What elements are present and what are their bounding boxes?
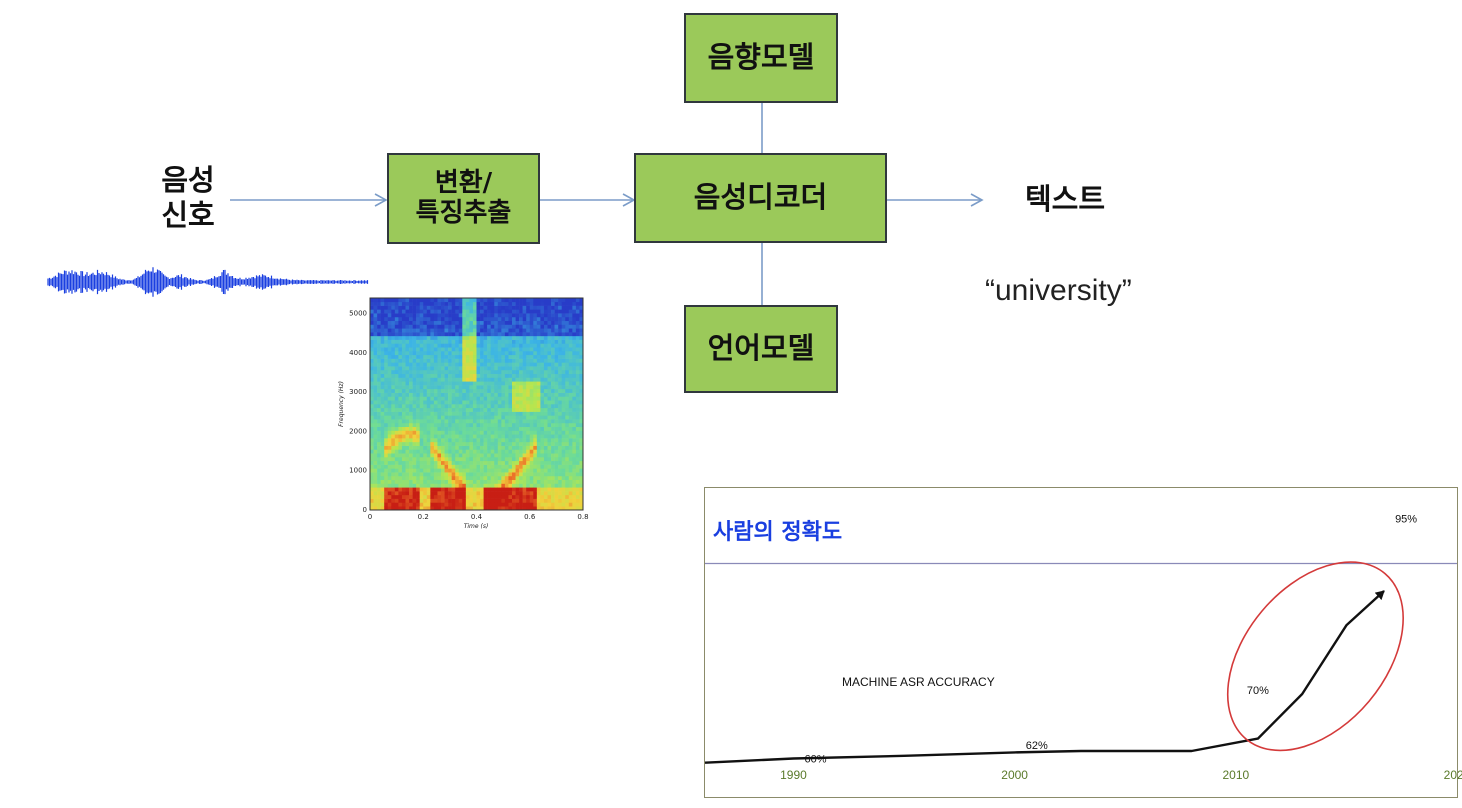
speech-signal-label: 음성 신호 (148, 163, 228, 233)
waveform-icon (47, 267, 369, 297)
accuracy-annotation: 95% (1395, 513, 1417, 525)
highlight-ellipse (1226, 561, 1404, 752)
asr-accuracy-line (704, 590, 1385, 764)
language-model-box: 언어모델 (684, 305, 838, 393)
series-label: MACHINE ASR ACCURACY (842, 675, 995, 689)
human-accuracy-label: 사람의 정확도 (713, 520, 843, 545)
language-model-label: 언어모델 (707, 331, 815, 366)
spectrogram: 0 1000 2000 3000 4000 5000 0 0.2 0.4 0.6 0.8 Freq… (338, 297, 589, 530)
accuracy-annotation: 70% (1247, 685, 1269, 697)
feature-box-line2: 특징추출 (415, 197, 512, 228)
spectrogram-ytick: 1000 (349, 467, 367, 475)
year-tick-label: 2020 (1444, 768, 1462, 782)
accuracy-annotation: 60% (805, 754, 827, 766)
acoustic-model-label: 음향모델 (707, 40, 815, 75)
spectrogram-xlabel: Time (s) (464, 523, 489, 530)
speech-signal-label-line2: 신호 (161, 197, 215, 232)
year-tick-label: 2010 (1222, 768, 1249, 782)
speech-signal-label-line1: 음성 (161, 163, 215, 197)
speech-decoder-label: 음성디코더 (693, 180, 828, 215)
feature-box-line1: 변환/ (434, 167, 493, 198)
spectrogram-xtick: 0.6 (524, 513, 536, 521)
speech-decoder-box: 음성디코더 (634, 153, 887, 243)
waveform-trace (47, 267, 369, 297)
spectrogram-ytick: 4000 (349, 349, 367, 357)
text-output-label: 텍스트 (1024, 182, 1106, 216)
spectrogram-xtick: 0.4 (471, 513, 483, 521)
asr-accuracy-chart-frame (704, 487, 1458, 798)
year-tick-label: 2000 (1001, 768, 1028, 782)
feature-extraction-box: 변환/ 특징추출 (387, 153, 540, 244)
spectrogram-ytick: 2000 (349, 427, 367, 435)
spectrogram-xtick: 0 (368, 513, 372, 521)
year-tick-label: 1990 (780, 768, 807, 782)
spectrogram-ytick: 3000 (349, 388, 367, 396)
spectrogram-xtick: 0.8 (577, 513, 588, 521)
spectrogram-ylabel: Frequency (Hz) (338, 381, 345, 427)
spectrogram-xtick: 0.2 (418, 513, 429, 521)
acoustic-model-box: 음향모델 (684, 13, 838, 103)
accuracy-annotation: 62% (1026, 740, 1048, 752)
spectrogram-ytick: 0 (363, 506, 367, 514)
spectrogram-ytick: 5000 (349, 310, 367, 318)
example-word: “university” (985, 274, 1132, 307)
